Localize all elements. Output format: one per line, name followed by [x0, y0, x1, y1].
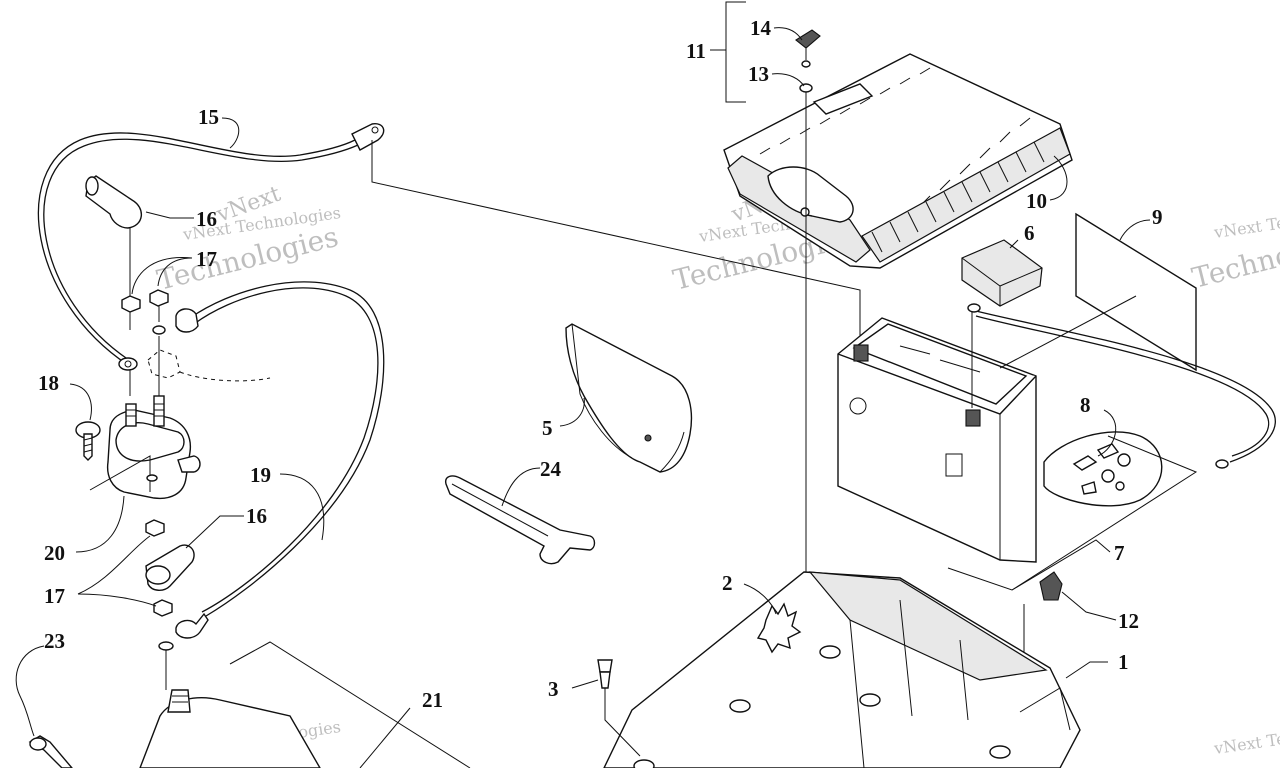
decal-2	[756, 602, 802, 654]
push-rivet-3	[597, 659, 641, 757]
callout-11: 11	[686, 39, 706, 63]
battery	[837, 317, 1037, 563]
callout-5: 5	[542, 416, 553, 440]
leader-line	[371, 140, 861, 345]
positive-cable	[967, 303, 1276, 469]
callout-20: 20	[44, 541, 65, 565]
callout-17-lower: 17	[44, 584, 65, 608]
callout-3: 3	[548, 677, 559, 701]
battery-cable-19	[158, 281, 385, 690]
wrench-24	[445, 475, 596, 565]
hardware-kit-8	[1043, 431, 1163, 507]
leader-line	[947, 435, 1198, 591]
callout-18: 18	[38, 371, 59, 395]
hex-nut-17-upper	[121, 289, 169, 335]
callout-16-upper: 16	[196, 207, 217, 231]
callout-13: 13	[748, 62, 769, 86]
callout-2: 2	[722, 571, 733, 595]
callout-16-lower: 16	[246, 504, 267, 528]
callout-6: 6	[1024, 221, 1035, 245]
callout-21: 21	[422, 688, 443, 712]
battery-tray-1	[602, 571, 1081, 773]
starter-motor-23	[28, 689, 322, 769]
callout-14: 14	[750, 16, 772, 40]
leader-line	[999, 295, 1137, 369]
watermark-text: vNext Technologies	[1212, 201, 1280, 242]
callout-17-upper: 17	[196, 247, 217, 271]
callout-1: 1	[1118, 650, 1129, 674]
leader-lines-21	[229, 641, 471, 769]
solenoid-leads	[129, 336, 271, 396]
bracket-11	[725, 1, 746, 103]
callout-10: 10	[1026, 189, 1047, 213]
foam-pad-6	[961, 239, 1043, 307]
battery-cable-15	[37, 123, 385, 371]
callout-12: 12	[1118, 609, 1139, 633]
callout-8: 8	[1080, 393, 1091, 417]
callout-19: 19	[250, 463, 271, 487]
callout-9: 9	[1152, 205, 1163, 229]
battery-cover-5	[565, 323, 693, 473]
watermark-text: vNext Technologies	[1212, 717, 1280, 758]
callout-7: 7	[1114, 541, 1125, 565]
callout-23: 23	[44, 629, 65, 653]
callouts: 1 2 3 5 6 7 8 9 10 11 12 13 14 15 16 16 …	[15, 16, 1163, 737]
terminal-boot-16-lower	[145, 544, 195, 591]
battery-top-cover-10	[723, 53, 1073, 269]
panel-9	[1075, 212, 1197, 372]
callout-24: 24	[540, 457, 562, 481]
callout-15: 15	[198, 105, 219, 129]
starter-solenoid-20	[89, 395, 201, 500]
screw-18	[75, 421, 101, 461]
terminal-boot-16-upper	[85, 175, 142, 330]
hex-nut-17-lower	[145, 519, 173, 617]
